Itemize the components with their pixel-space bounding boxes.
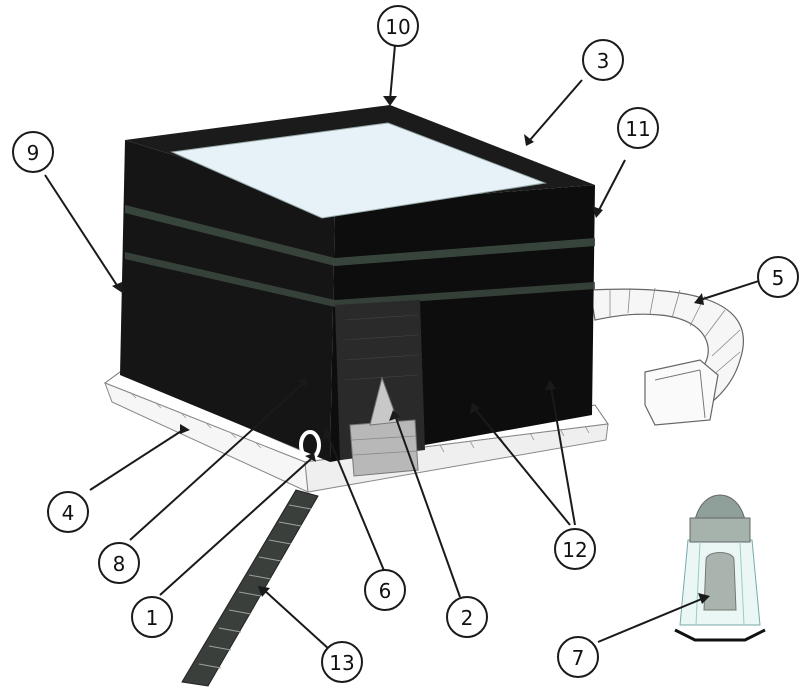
callout-7: 7 <box>557 636 599 678</box>
callout-label-9: 9 <box>27 141 40 165</box>
base-platform-edge-right <box>304 423 609 493</box>
callout-12: 12 <box>554 528 596 570</box>
callout-label-10: 10 <box>385 15 410 39</box>
callout-11: 11 <box>617 107 659 149</box>
kiswa-band-upper <box>125 205 595 266</box>
callout-2: 2 <box>446 596 488 638</box>
callout-label-3: 3 <box>597 49 610 73</box>
door-curtain <box>335 300 425 460</box>
kaaba-roof-inner <box>170 122 547 219</box>
callout-6: 6 <box>364 569 406 611</box>
staircase <box>181 489 319 687</box>
callout-label-8: 8 <box>113 552 126 576</box>
callout-5: 5 <box>757 256 799 298</box>
callout-label-6: 6 <box>379 579 392 603</box>
hijr-end-block <box>644 359 719 426</box>
callout-label-1: 1 <box>146 606 159 630</box>
door-peak <box>369 376 399 426</box>
callout-8: 8 <box>98 542 140 584</box>
callout-label-12: 12 <box>562 538 587 562</box>
callout-label-2: 2 <box>461 606 474 630</box>
callout-4: 4 <box>47 491 89 533</box>
kiswa-band-lower <box>125 252 595 307</box>
callout-3: 3 <box>582 39 624 81</box>
callout-9: 9 <box>12 131 54 173</box>
callout-label-4: 4 <box>62 501 75 525</box>
callout-label-13: 13 <box>329 651 354 675</box>
callout-label-5: 5 <box>772 266 785 290</box>
maqam-ibrahim <box>674 494 766 642</box>
leader-lines <box>44 44 769 651</box>
door-steps <box>349 419 419 477</box>
callout-10: 10 <box>377 5 419 47</box>
callout-label-7: 7 <box>572 646 585 670</box>
callout-label-11: 11 <box>625 117 650 141</box>
callout-13: 13 <box>321 641 363 683</box>
callout-1: 1 <box>131 596 173 638</box>
